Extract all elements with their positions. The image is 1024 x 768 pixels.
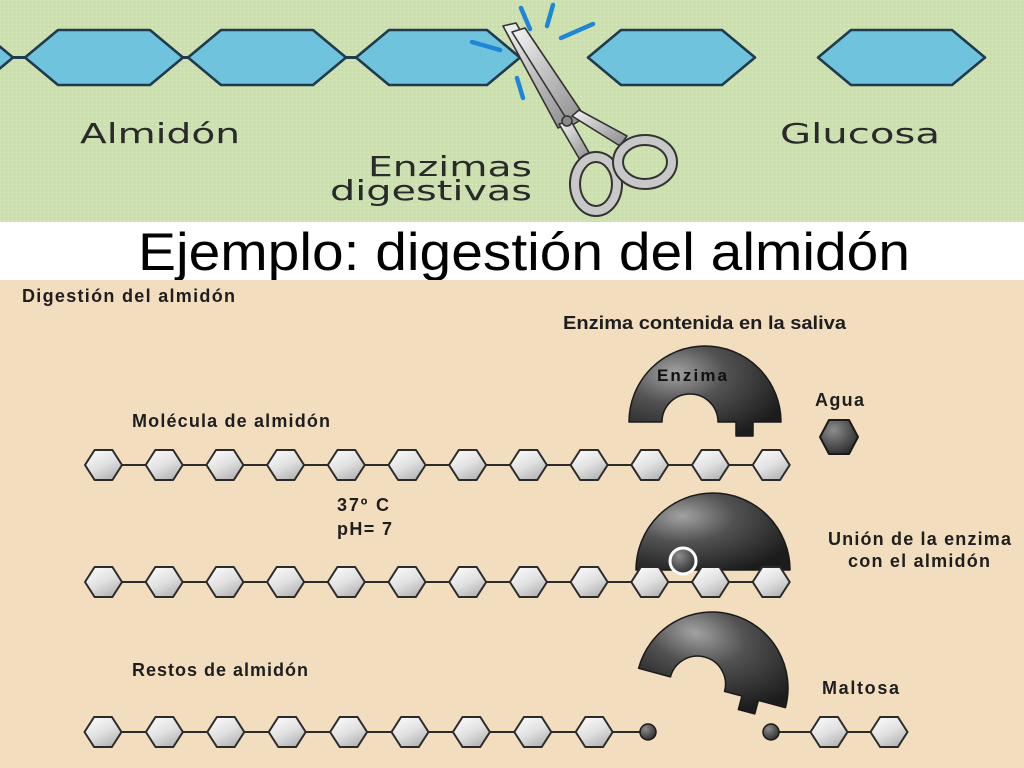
glucose-unit	[84, 449, 123, 481]
water-label: Agua	[815, 390, 865, 410]
glucose-label: Glucosa	[780, 117, 940, 150]
maltose-molecule	[762, 716, 909, 748]
glucose-unit	[329, 716, 369, 748]
title-background	[0, 222, 1024, 280]
digestion-diagram: Digestión del almidón Enzima contenida e…	[0, 280, 1024, 768]
scissors-icon	[469, 2, 678, 217]
glucose-unit	[751, 566, 791, 598]
page-title: Ejemplo: digestión del almidón	[138, 223, 910, 282]
starch-glucose-hexagon	[354, 28, 522, 87]
glucose-unit	[691, 449, 730, 481]
glucose-unit	[205, 566, 245, 598]
glucose-unit	[448, 566, 488, 598]
glucose-unit	[390, 716, 430, 748]
glucose-unit	[83, 716, 123, 748]
glucose-unit	[630, 566, 670, 598]
cut-ray	[514, 75, 526, 101]
glucose-unit	[205, 449, 245, 481]
starch-label: Almidón	[80, 117, 240, 150]
starch-chain-bound	[84, 566, 791, 598]
maltose-label: Maltosa	[822, 678, 900, 698]
glucose-unit	[451, 716, 491, 748]
scissors-ring-highlight	[614, 136, 676, 188]
glucose-unit	[387, 566, 427, 598]
cut-ray	[518, 5, 533, 32]
enzyme-shape	[628, 345, 782, 437]
glucose-unit	[448, 449, 488, 481]
glucose-unit	[266, 449, 306, 481]
temperature-label: 37º C	[337, 495, 389, 515]
glucose-unit	[84, 566, 123, 598]
glucose-unit	[326, 449, 366, 481]
glucose-unit	[569, 449, 609, 481]
free-glucose-hexagon	[816, 28, 987, 87]
cleaved-bond-end	[762, 723, 780, 741]
glucose-unit	[751, 449, 791, 481]
enzyme-released-shape	[637, 611, 789, 715]
ph-label: pH= 7	[337, 519, 392, 539]
glucose-unit	[630, 449, 670, 481]
starch-glucose-hexagon	[186, 28, 348, 87]
glucose-unit	[144, 716, 184, 748]
water-molecule	[819, 419, 859, 455]
enzymes-label-line1: Enzimas	[368, 150, 532, 183]
scissors-pivot	[561, 115, 573, 127]
top-panel: Almidón Glucosa Enzimas digestivas	[0, 0, 1024, 222]
cut-ray	[544, 2, 556, 29]
binding-label-line1: Unión de la enzima	[828, 529, 1012, 549]
glucose-unit	[326, 566, 366, 598]
glucose-unit	[387, 449, 427, 481]
glucose-unit	[508, 566, 548, 598]
cleaved-bond-end	[639, 723, 657, 741]
glucose-unit	[569, 566, 609, 598]
glucose-unit	[267, 716, 307, 748]
starch-molecule-label: Molécula de almidón	[132, 411, 330, 431]
scissors-handle	[571, 109, 628, 147]
glucose-unit	[809, 716, 849, 748]
saliva-enzyme-label: Enzima contenida en la saliva	[563, 313, 847, 333]
diagram-background	[0, 280, 1024, 768]
starch-remains-chain	[83, 716, 657, 748]
glucose-unit	[869, 716, 909, 748]
glucose-unit	[513, 716, 553, 748]
glucose-unit	[574, 716, 614, 748]
glucose-unit	[508, 449, 548, 481]
free-glucose-hexagon	[586, 28, 757, 87]
glucose-unit	[266, 566, 306, 598]
starch-chain-intact	[84, 449, 791, 481]
glucose-unit	[144, 566, 184, 598]
scissors-ring-highlight	[571, 153, 621, 215]
cut-ray	[558, 21, 596, 41]
binding-label-line2: con el almidón	[848, 551, 990, 571]
bound-water-molecule	[668, 546, 698, 576]
title-band: Ejemplo: digestión del almidón	[0, 222, 1024, 282]
glucose-unit	[206, 716, 246, 748]
enzymes-label-line2: digestivas	[330, 174, 532, 207]
starch-glucose-hexagon	[0, 44, 15, 71]
starch-glucose-hexagon	[23, 28, 185, 87]
cut-ray	[469, 39, 503, 53]
diagram-heading: Digestión del almidón	[22, 286, 235, 306]
starch-remains-label: Restos de almidón	[132, 660, 308, 680]
glucose-unit	[144, 449, 184, 481]
glucose-unit	[691, 566, 730, 598]
